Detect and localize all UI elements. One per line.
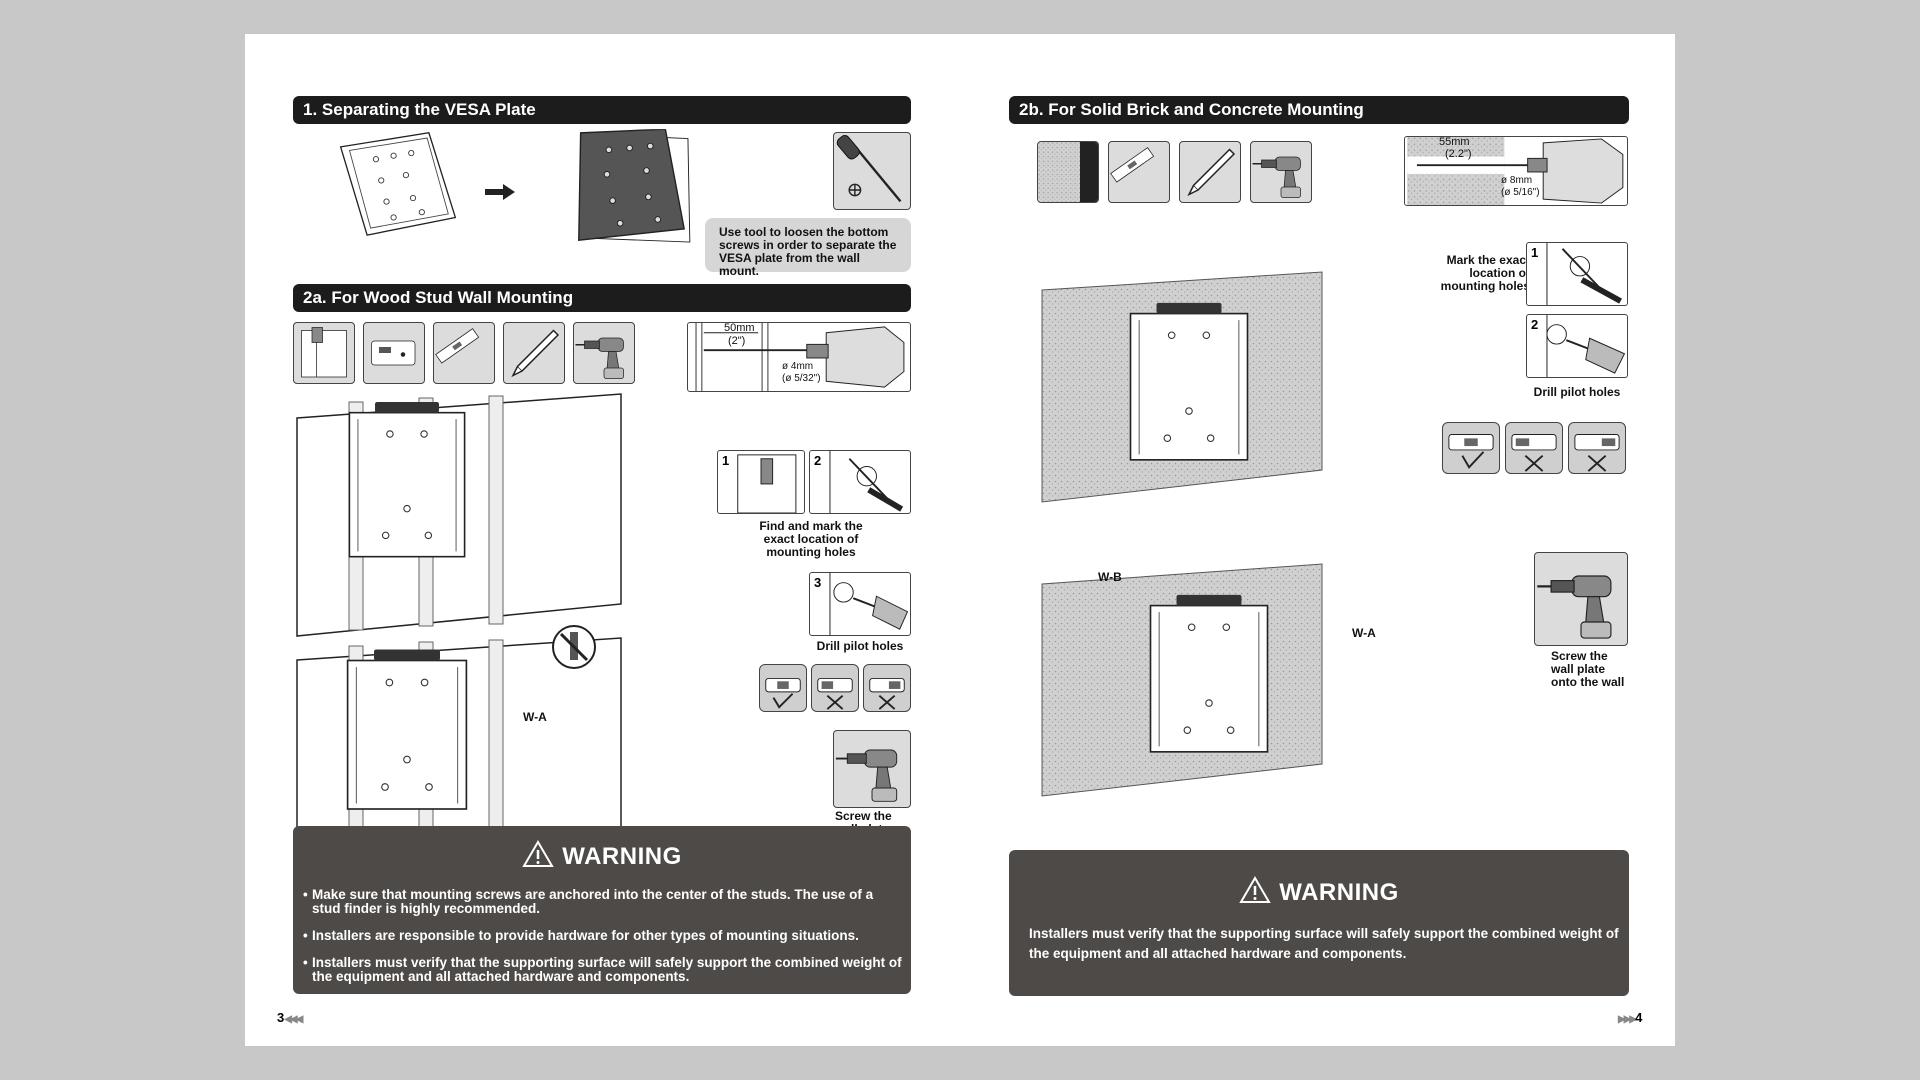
level-icon — [433, 322, 495, 384]
step-2-drill: 2 — [1526, 314, 1628, 378]
drill-icon — [1250, 141, 1312, 203]
level-wrong-left-icon — [811, 664, 859, 712]
level-wrong-right-icon — [863, 664, 911, 712]
step-2-mark-holes: 2 — [809, 450, 911, 514]
vesa-plate-assembled-illustration — [323, 126, 473, 256]
left-page: 1. Separating the VESA Plate Use tool to… — [245, 34, 960, 1046]
level-ok-icon — [1442, 422, 1500, 474]
caption-screw: Screw the wall plate onto the wall — [1551, 650, 1631, 689]
section-2b-header: 2b. For Solid Brick and Concrete Mountin… — [1009, 96, 1629, 124]
warning-list-left: Make sure that mounting screws are ancho… — [303, 888, 903, 997]
section-1-header: 1. Separating the VESA Plate — [293, 96, 911, 124]
drill-depth-label: 55mm — [1439, 136, 1470, 148]
drill-depth-inch-label: (2") — [728, 335, 745, 347]
label-wa-right: W-A — [1352, 626, 1376, 640]
page-number-right-text: 4 — [1635, 1010, 1642, 1025]
drill-icon — [573, 322, 635, 384]
step-1-number: 1 — [1531, 245, 1538, 260]
step-1-number: 1 — [722, 453, 729, 468]
warning-item: Make sure that mounting screws are ancho… — [303, 888, 903, 916]
level-wrong-right-icon — [1568, 422, 1626, 474]
level-wrong-left-icon — [1505, 422, 1563, 474]
wall-plate-marking-illustration — [1124, 296, 1254, 472]
pencil-icon — [503, 322, 565, 384]
label-wb: W-B — [1098, 570, 1122, 584]
warning-box-left: WARNING Make sure that mounting screws a… — [293, 826, 911, 994]
caption-drill: Drill pilot holes — [1526, 386, 1628, 399]
drill-diameter-inch-label: (ø 5/16") — [1501, 187, 1540, 198]
level-icon — [1108, 141, 1170, 203]
wall-plate-screwing-illustration — [341, 646, 473, 818]
step-2-number: 2 — [1531, 317, 1538, 332]
drill-depth-inch-label: (2.2") — [1445, 148, 1472, 160]
warning-item: Installers must verify that the supporti… — [303, 956, 903, 984]
drill-diameter-label: ø 4mm — [782, 361, 813, 372]
wall-plate-marking-illustration — [341, 402, 473, 562]
right-page: 2b. For Solid Brick and Concrete Mountin… — [960, 34, 1675, 1046]
caption-drill: Drill pilot holes — [809, 640, 911, 653]
pencil-icon — [1179, 141, 1241, 203]
no-anchor-icon — [551, 624, 597, 670]
section-2a-header: 2a. For Wood Stud Wall Mounting — [293, 284, 911, 312]
caption-mark: Mark the exact location of mounting hole… — [1418, 254, 1530, 293]
drill-screw-icon — [1534, 552, 1628, 646]
warning-item: Installers are responsible to provide ha… — [303, 929, 903, 943]
warning-icon — [522, 840, 554, 875]
drill-dimension-diagram: 50mm (2") ø 4mm (ø 5/32") — [687, 322, 911, 392]
concrete-wall-icon — [1037, 141, 1099, 203]
section-1-note: Use tool to loosen the bottom screws in … — [705, 218, 911, 272]
warning-text-right: Installers must verify that the supporti… — [1029, 924, 1619, 964]
stud-finder-icon — [363, 322, 425, 384]
warning-title-right: WARNING — [1009, 876, 1629, 911]
stud-wall-tool-icon — [293, 322, 355, 384]
page-number-right: ▶▶▶4 — [1618, 1010, 1642, 1025]
level-ok-icon — [759, 664, 807, 712]
step-1-find-stud: 1 — [717, 450, 805, 514]
step-1-mark: 1 — [1526, 242, 1628, 306]
drill-depth-label: 50mm — [724, 322, 755, 334]
step-3-number: 3 — [814, 575, 821, 590]
drill-dimension-diagram: 55mm (2.2") ø 8mm (ø 5/16") — [1404, 136, 1628, 206]
drill-diameter-label: ø 8mm — [1501, 175, 1532, 186]
warning-title-text: WARNING — [1279, 879, 1399, 906]
step-3-drill-holes: 3 — [809, 572, 911, 636]
label-wa-left: W-A — [523, 710, 547, 724]
warning-icon — [1239, 876, 1271, 911]
warning-title-text: WARNING — [562, 843, 682, 870]
screwdriver-icon — [833, 132, 911, 210]
drill-screw-icon — [833, 730, 911, 808]
arrow-right-icon — [485, 184, 515, 200]
wall-plate-screwing-illustration — [1144, 586, 1274, 766]
step-2-number: 2 — [814, 453, 821, 468]
page-number-left: 3◀◀◀ — [277, 1010, 301, 1025]
caption-find-mark: Find and mark the exact location of moun… — [745, 520, 877, 559]
vesa-plate-separated-illustration — [543, 126, 703, 264]
warning-box-right: WARNING Installers must verify that the … — [1009, 850, 1629, 996]
warning-title-left: WARNING — [293, 840, 911, 875]
drill-diameter-inch-label: (ø 5/32") — [782, 373, 821, 384]
